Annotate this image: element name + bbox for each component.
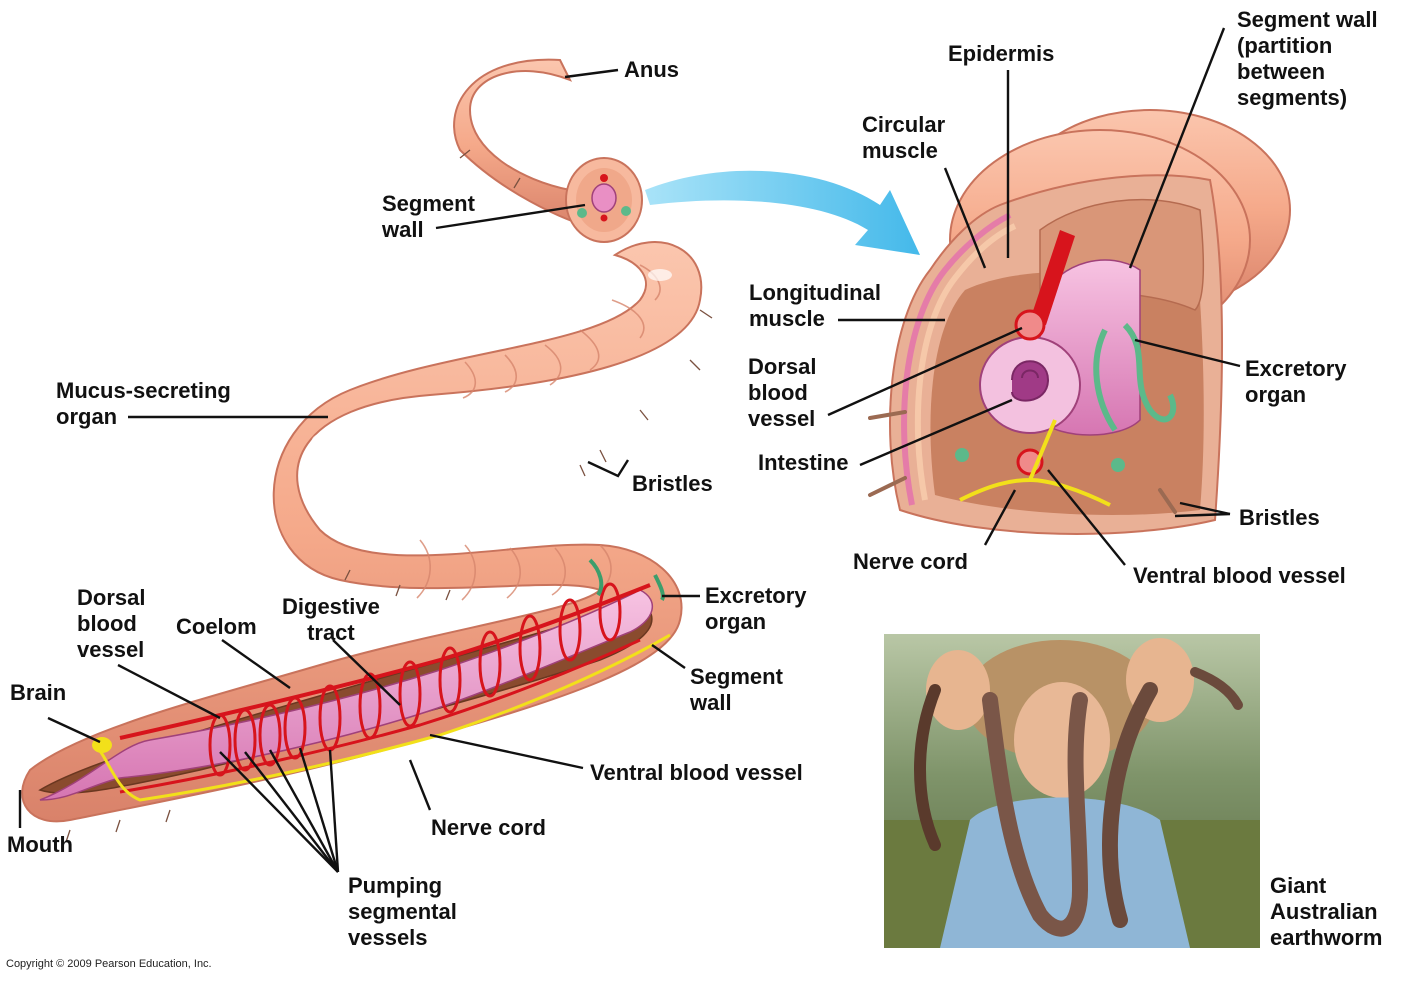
label-dorsal-blood-vessel-section: Dorsal blood vessel bbox=[748, 354, 817, 431]
label-bristles-section: Bristles bbox=[1239, 505, 1320, 530]
dorsal-vessel-cut bbox=[1014, 309, 1046, 341]
label-digestive-tract: Digestive tract bbox=[282, 594, 380, 645]
tail-dorsal-vessel bbox=[600, 174, 608, 182]
digestive-tract bbox=[39, 589, 654, 801]
ventral-blood-vessel-line bbox=[119, 638, 641, 794]
dorsal-blood-vessel-line bbox=[119, 583, 651, 740]
label-longitudinal-muscle: Longitudinal muscle bbox=[749, 280, 881, 331]
highlight bbox=[312, 432, 348, 448]
label-nerve-cord-section: Nerve cord bbox=[853, 549, 968, 574]
label-bristles-main: Bristles bbox=[632, 471, 713, 496]
label-coelom: Coelom bbox=[176, 614, 257, 639]
label-intestine: Intestine bbox=[758, 450, 849, 475]
leader-lines bbox=[18, 27, 1241, 873]
label-dorsal-blood-vessel-main: Dorsal blood vessel bbox=[77, 585, 146, 662]
copyright-notice: Copyright © 2009 Pearson Education, Inc. bbox=[6, 958, 212, 970]
label-epidermis: Epidermis bbox=[948, 41, 1055, 66]
label-circular-muscle: Circular muscle bbox=[862, 112, 946, 163]
tail-excretory-right bbox=[621, 206, 631, 216]
nerve-cord-section bbox=[959, 419, 1111, 507]
label-pumping-segmental-vessels: Pumping segmental vessels bbox=[348, 873, 457, 950]
label-anus: Anus bbox=[624, 57, 679, 82]
zoom-arrow bbox=[645, 170, 920, 255]
bristles-section-strokes bbox=[868, 410, 1177, 514]
highlight bbox=[490, 90, 510, 100]
cross-section bbox=[868, 109, 1291, 535]
excretory-organs-main bbox=[588, 558, 665, 602]
label-segment-wall-top: Segment wall bbox=[382, 191, 475, 242]
label-nerve-cord-main: Nerve cord bbox=[431, 815, 546, 840]
label-ventral-blood-vessel-main: Ventral blood vessel bbox=[590, 760, 803, 785]
label-giant-worm-caption: Giant Australian earthworm bbox=[1270, 873, 1383, 950]
label-brain: Brain bbox=[10, 680, 67, 705]
label-mouth: Mouth bbox=[7, 832, 73, 857]
giant-worm-photo bbox=[884, 634, 1260, 948]
tail-gut-section bbox=[591, 183, 617, 213]
label-excretory-organ-main: Excretory organ bbox=[705, 583, 807, 634]
excretory-organ-section bbox=[1093, 322, 1177, 432]
excretory-pore bbox=[1111, 458, 1125, 472]
label-segment-wall-partition: Segment wall (partition between segments… bbox=[1237, 7, 1378, 110]
worm-body bbox=[21, 241, 703, 823]
label-mucus-secreting-organ: Mucus-secreting organ bbox=[56, 378, 231, 429]
excretory-pore bbox=[955, 448, 969, 462]
label-segment-wall-main: Segment wall bbox=[690, 664, 783, 715]
bristles-strokes bbox=[65, 149, 713, 843]
epidermis-layer bbox=[901, 212, 1012, 506]
typhlosole bbox=[1011, 360, 1050, 402]
pumping-vessel-rings bbox=[208, 582, 622, 777]
nerve-cord-line bbox=[93, 633, 671, 802]
label-excretory-organ-section: Excretory organ bbox=[1245, 356, 1347, 407]
label-ventral-blood-vessel-section: Ventral blood vessel bbox=[1133, 563, 1346, 588]
dorsal-vessel-section bbox=[1030, 230, 1075, 325]
tail-ventral-vessel bbox=[600, 214, 608, 222]
highlight bbox=[648, 269, 672, 281]
main-worm bbox=[21, 58, 713, 843]
tail-excretory-left bbox=[577, 208, 587, 218]
